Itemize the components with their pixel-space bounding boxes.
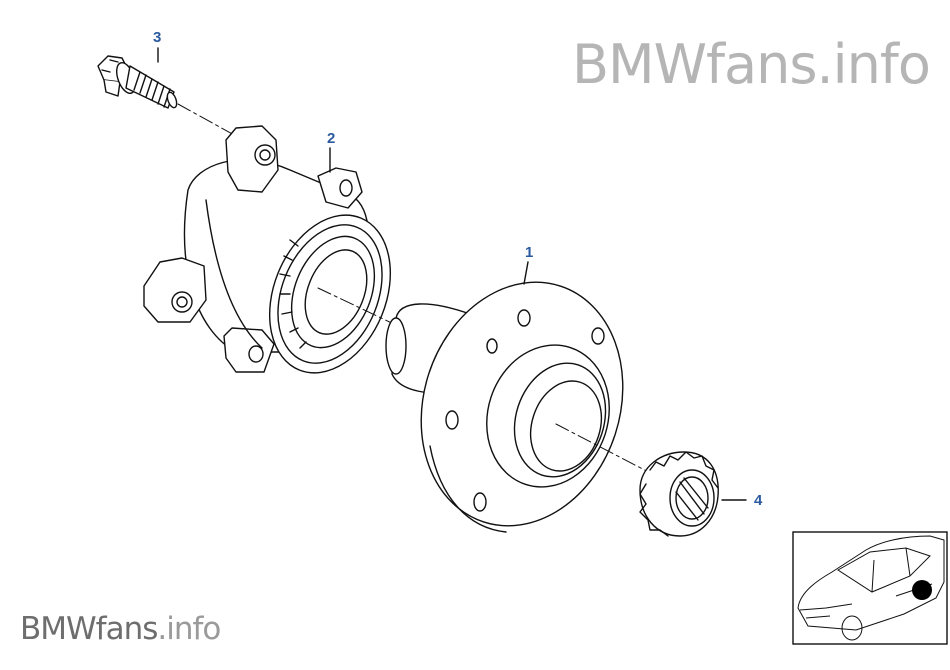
callout-1-hub[interactable]: 1: [525, 244, 534, 261]
watermark-top-brand: BMWfans: [572, 33, 817, 96]
callout-3-bolt[interactable]: 3: [153, 29, 162, 46]
watermark-bottom-suffix: .info: [157, 611, 221, 647]
bolt-part[interactable]: [97, 55, 178, 109]
wheel-hub-part[interactable]: [385, 256, 654, 552]
watermark-bottom: BMWfans.info: [20, 611, 221, 647]
leader-lines: [157, 47, 747, 501]
collar-nut-part[interactable]: [639, 451, 719, 537]
wheel-bearing-part[interactable]: [143, 125, 413, 391]
car-locator-thumbnail[interactable]: [792, 531, 948, 645]
callout-2-bearing[interactable]: 2: [327, 130, 336, 147]
wheel-position-marker: [912, 580, 932, 600]
callout-4-nut[interactable]: 4: [754, 492, 763, 509]
watermark-top-suffix: .info: [816, 33, 931, 96]
watermark-bottom-brand: BMWfans: [20, 611, 158, 647]
watermark-top: BMWfans.info: [572, 38, 931, 92]
